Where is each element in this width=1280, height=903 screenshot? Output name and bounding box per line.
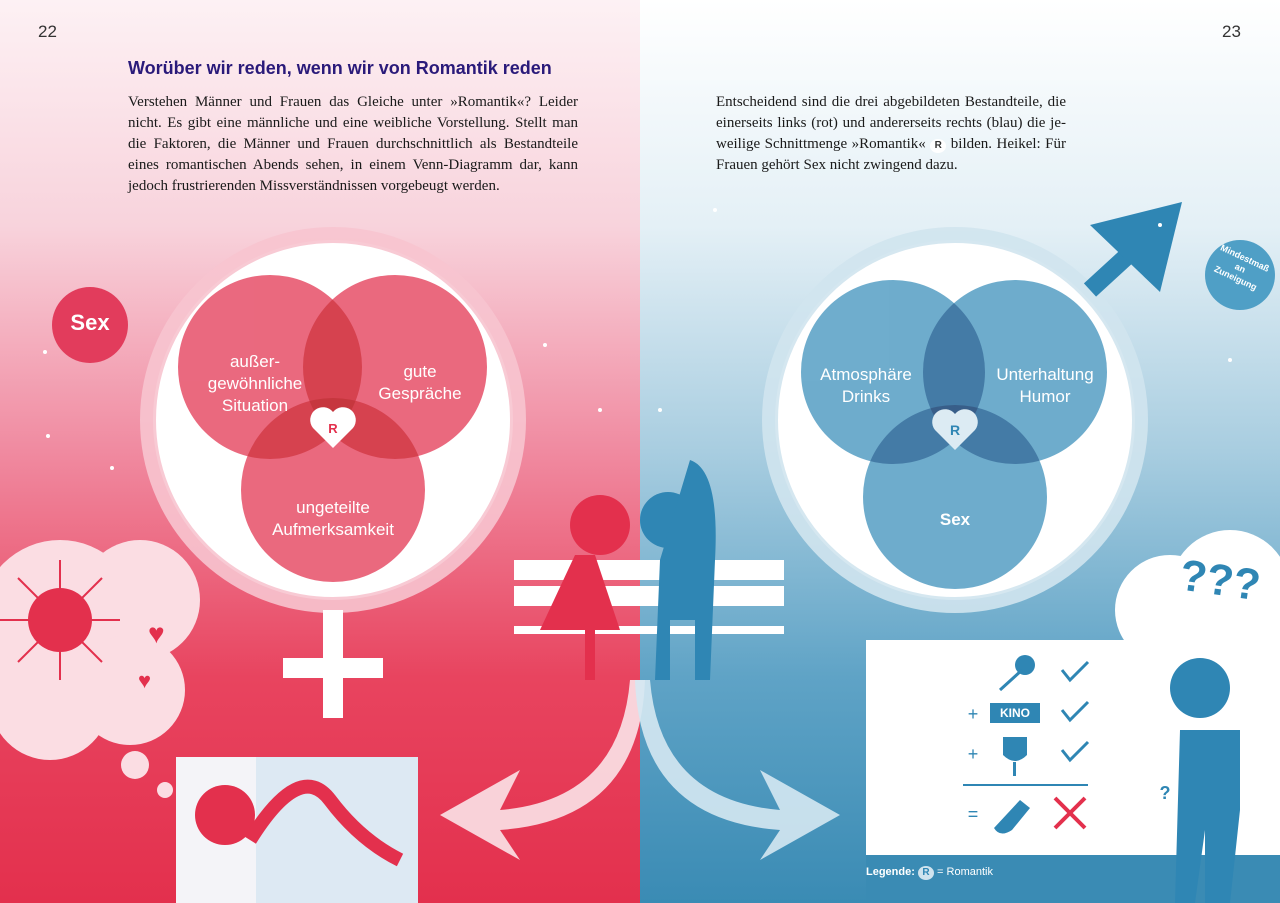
heart-icon: R	[917, 866, 934, 880]
romantik-center-right: R	[949, 422, 961, 438]
man-figure	[640, 460, 716, 680]
explanation-text: Entscheidend sind die drei abgebildeten …	[716, 94, 1067, 173]
plus-sign: +	[967, 704, 979, 724]
heart-icon: ♥	[138, 668, 151, 693]
cross-icon	[1053, 796, 1087, 830]
stars	[43, 208, 1232, 470]
venn-label-atmosphaere: Atmosphäre Drinks	[820, 365, 912, 406]
kino-label: KINO	[1000, 706, 1030, 720]
page-number-right: 23	[1222, 22, 1241, 41]
arrow-right	[635, 680, 840, 860]
sex-circle	[52, 287, 128, 363]
venn-label-sex: Sex	[939, 510, 971, 529]
wine-glass-icon	[1003, 737, 1027, 761]
plus-sign: +	[967, 744, 979, 764]
venn-label-situation: außer- gewöhnliche Situation	[207, 352, 303, 415]
venn-circle	[241, 398, 425, 582]
venn-circle	[863, 405, 1047, 589]
venn-label-aufmerksamkeit: ungeteilte Aufmerksamkeit	[272, 498, 394, 539]
checkmark-icon	[1060, 660, 1090, 763]
sun-icon	[0, 560, 120, 680]
heart-icon	[310, 407, 356, 448]
page-title: Worüber wir reden, wenn wir von Romantik…	[128, 58, 552, 78]
equals-sign: =	[967, 804, 979, 824]
romantik-badge: R	[930, 139, 947, 153]
intro-text: Verstehen Männer und Frauen das Gleiche …	[128, 94, 578, 194]
legend: Legende: R = Romantik	[866, 866, 993, 880]
phallus-icon	[994, 800, 1030, 834]
thinking-man-figure	[1170, 658, 1240, 903]
question-marks: ???	[1176, 550, 1264, 611]
woman-figure	[540, 495, 630, 680]
sex-label: Sex	[70, 310, 110, 335]
heart-icon: ♥	[148, 618, 165, 649]
page-number-left: 22	[38, 22, 57, 41]
venn-label-gespraeche: gute Gespräche	[378, 362, 462, 403]
badge-circle	[1205, 240, 1275, 310]
kino-ticket-icon	[990, 703, 1040, 723]
venn-label-unterhaltung: Unterhaltung Humor	[996, 365, 1094, 406]
romantik-center-left: R	[328, 421, 338, 436]
small-question-mark: ?	[1159, 783, 1171, 803]
heart-icon	[932, 409, 978, 450]
arrow-left	[440, 680, 645, 860]
